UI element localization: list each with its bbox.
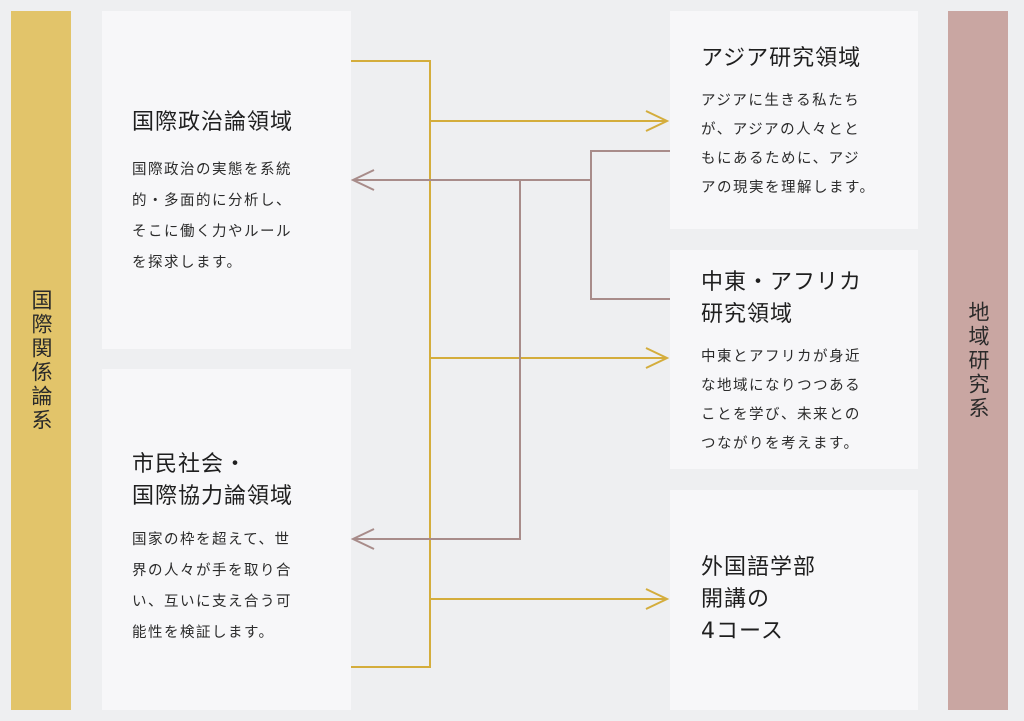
asia-studies-title: アジア研究領域 [701,46,862,71]
arrowhead-to-asia-icon [645,110,670,132]
international-politics-description: 国際政治の実態を系統 的・多面的に分析し、 そこに働く力やルール を探求します。 [132,162,292,271]
arrowhead-to-foreign-language-courses-icon [645,588,670,610]
gold-spine-line [351,60,431,668]
mauve-from-asia-line [590,150,670,300]
asia-studies-card: アジア研究領域 アジアに生きる私たち が、アジアの人々とと もにあるために、アジ… [670,11,918,229]
international-politics-title: 国際政治論領域 [132,110,294,135]
asia-studies-description: アジアに生きる私たち が、アジアの人々とと もにあるために、アジ アの現実を理解… [701,93,876,196]
middle-east-africa-description: 中東とアフリカが身近 な地域になりつつある ことを学び、未来との つながりを考え… [701,349,862,452]
middle-east-africa-card: 中東・アフリカ 研究領域 中東とアフリカが身近 な地域になりつつある ことを学び… [670,250,918,469]
civil-society-card: 市民社会・ 国際協力論領域 国家の枠を超えて、世 界の人々が手を取り合 い、互い… [102,369,351,710]
arrowhead-to-middle-east-africa-icon [645,347,670,369]
area-studies-label: 地域研究系 [966,300,990,421]
international-relations-band: 国際関係論系 [11,11,71,710]
area-studies-band: 地域研究系 [948,11,1008,710]
civil-society-description: 国家の枠を超えて、世 界の人々が手を取り合 い、互いに支え合う可 能性を検証しま… [132,532,292,641]
foreign-language-courses-card: 外国語学部 開講の 4コース [670,490,918,710]
mauve-trunk-line [354,179,591,540]
international-relations-label: 国際関係論系 [29,288,53,433]
arrowhead-to-civil-society-icon [350,528,375,550]
foreign-language-courses-title: 外国語学部 開講の 4コース [701,555,817,644]
middle-east-africa-title: 中東・アフリカ 研究領域 [701,270,863,327]
arrowhead-to-politics-icon [350,169,375,191]
international-politics-card: 国際政治論領域 国際政治の実態を系統 的・多面的に分析し、 そこに働く力やルール… [102,11,351,349]
civil-society-title: 市民社会・ 国際協力論領域 [132,452,294,509]
